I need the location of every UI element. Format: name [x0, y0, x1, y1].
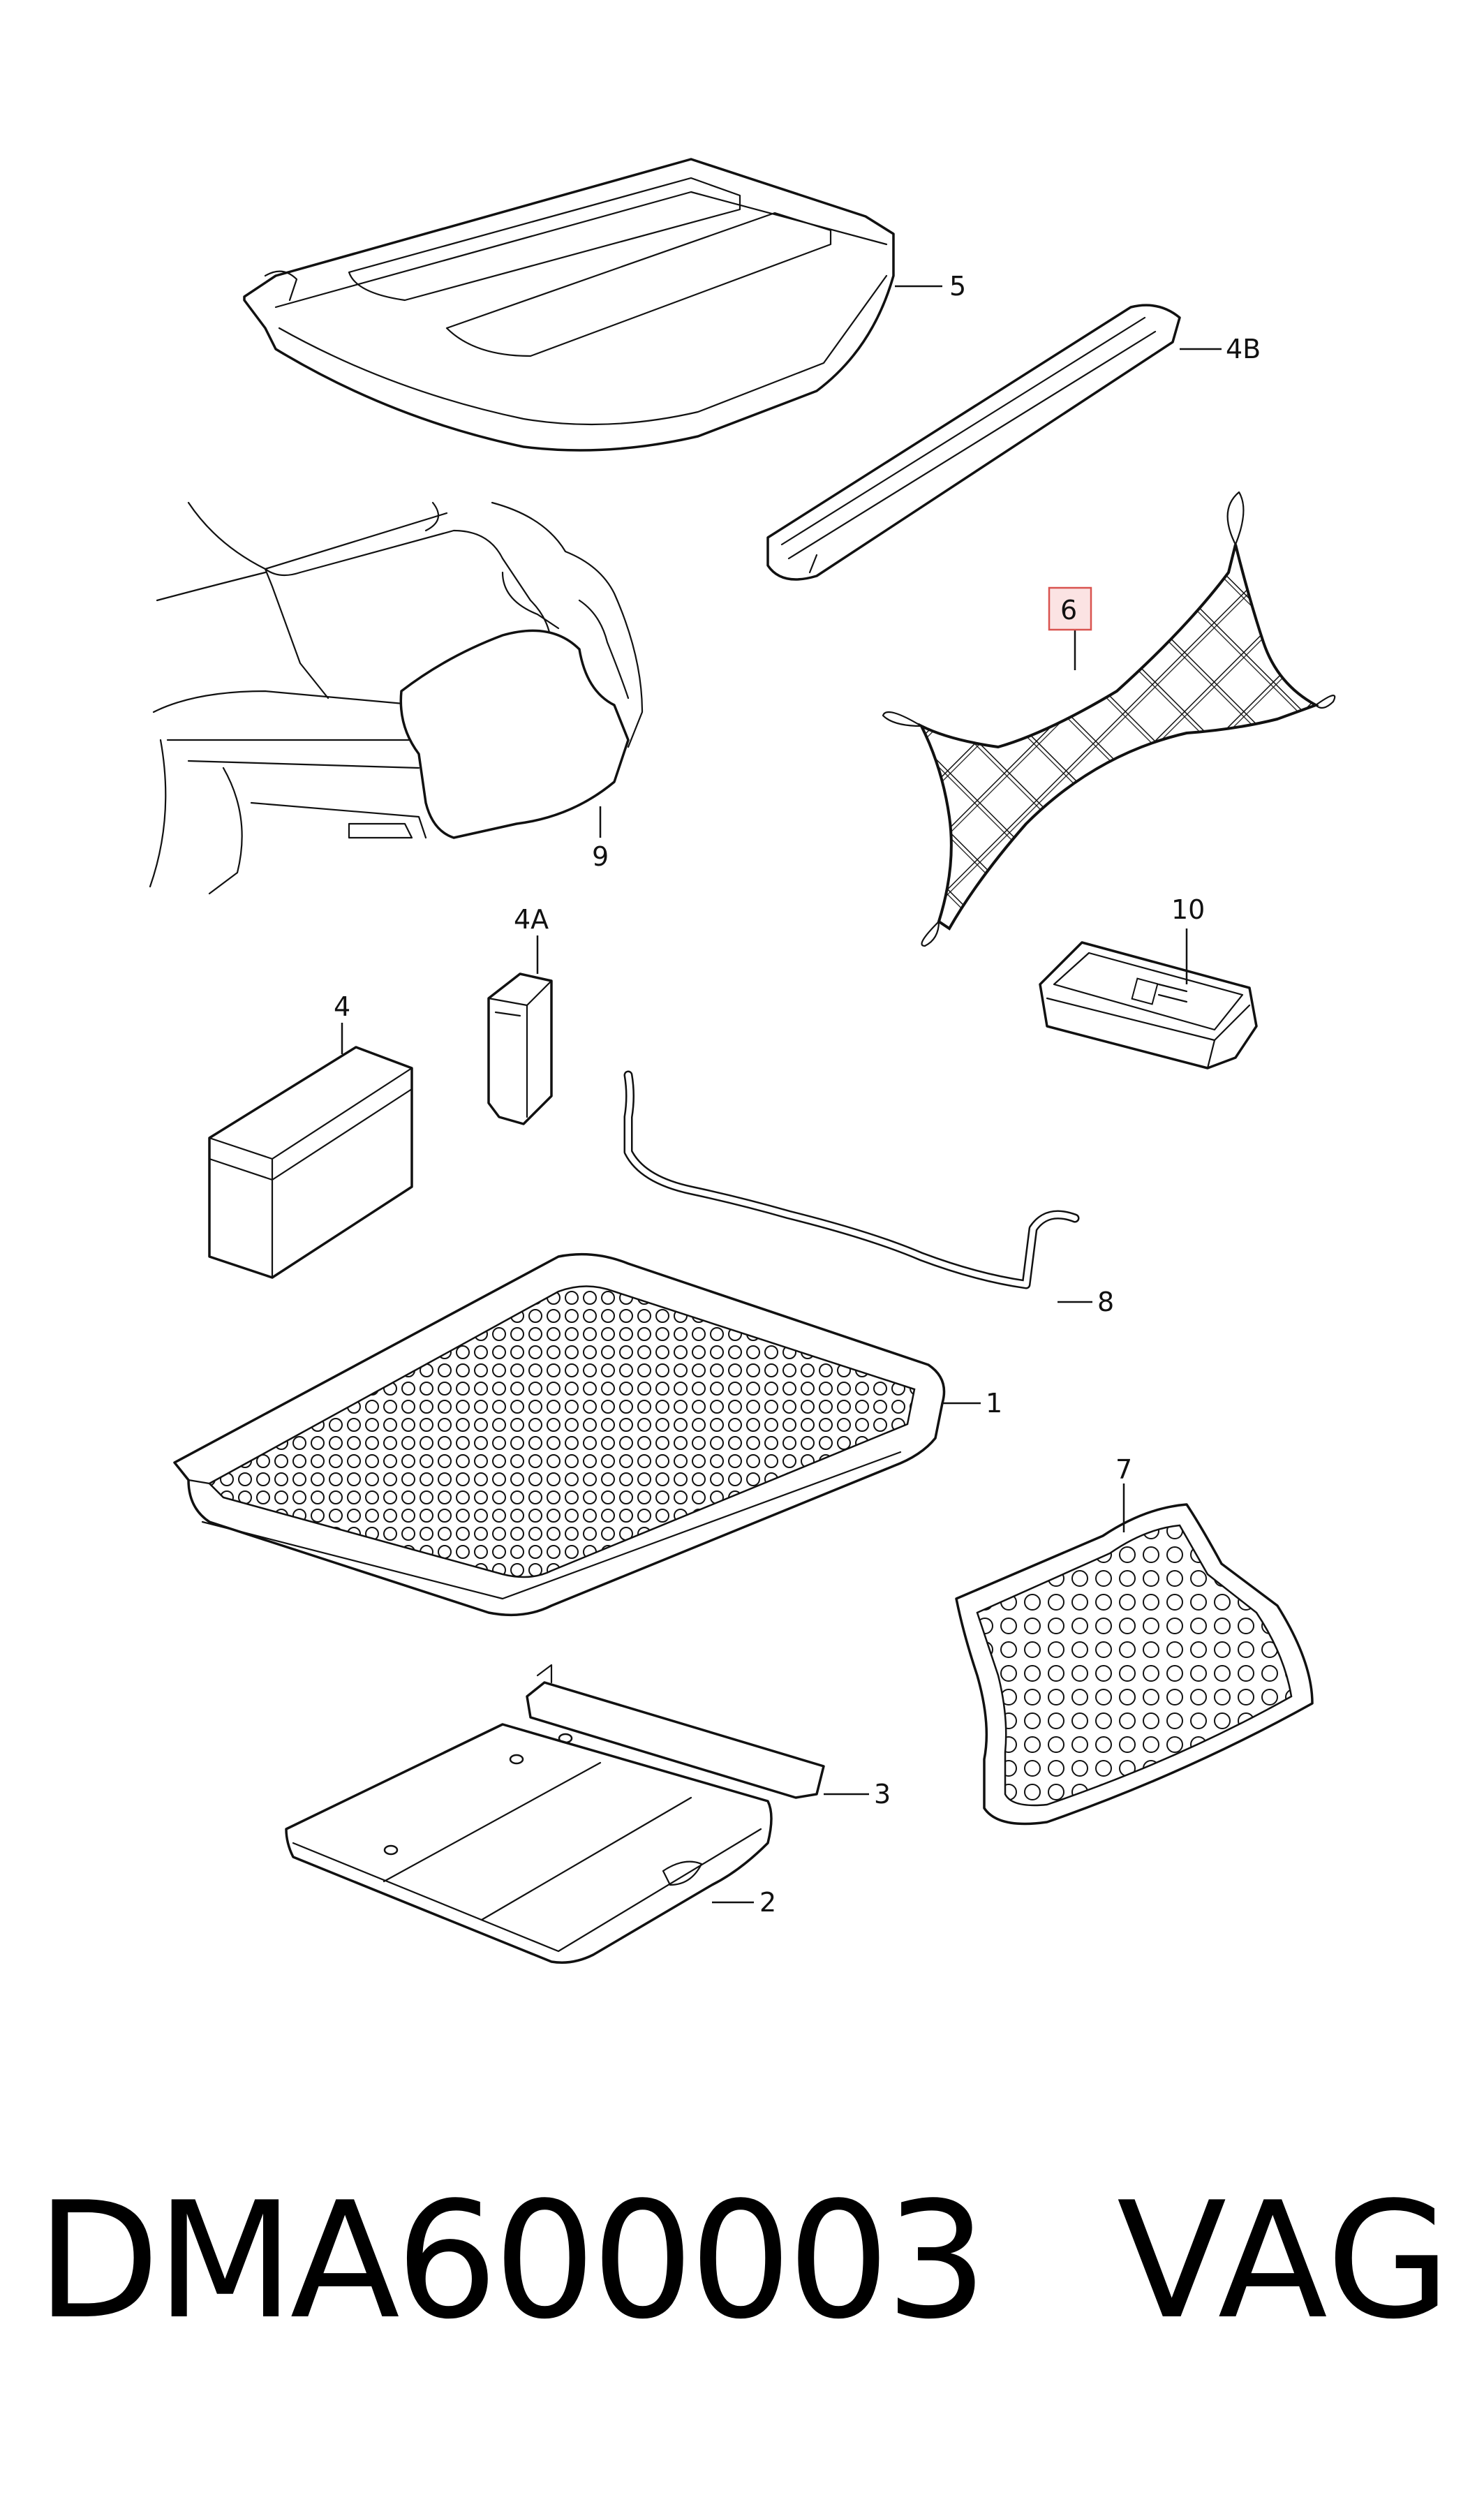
callout-4b: 4B — [1226, 334, 1261, 364]
vehicle-rear-part-9 — [149, 501, 644, 895]
footer-caption: DMA600003 VAG — [28, 2157, 1466, 2367]
callout-1: 1 — [986, 1388, 1002, 1419]
cargo-tray-part-1 — [173, 1252, 946, 1617]
brand-name: VAG — [1117, 2168, 1453, 2355]
cargo-net-part-6 — [882, 491, 1336, 947]
callout-10: 10 — [1171, 894, 1205, 925]
parcel-shelf-part-5 — [243, 158, 895, 452]
callout-4a: 4A — [514, 904, 549, 935]
callout-8: 8 — [1097, 1287, 1114, 1317]
strip-part-3 — [526, 1664, 825, 1799]
storage-box-part-10 — [1039, 941, 1258, 1070]
small-container-part-4a — [487, 972, 553, 1125]
callout-7: 7 — [1115, 1454, 1132, 1485]
callout-5: 5 — [949, 271, 966, 302]
support-rod-part-8 — [623, 1070, 1080, 1289]
callout-4: 4 — [334, 991, 350, 1022]
floor-panel-part-2 — [285, 1723, 773, 1964]
part-number: DMA600003 — [36, 2168, 988, 2355]
callout-6-highlight-box — [1048, 586, 1092, 631]
callout-labels: 5 4B 6 9 10 4A 4 8 1 7 3 2 — [334, 271, 1261, 1918]
floor-mat-part-7 — [955, 1503, 1314, 1826]
callout-6: 6 — [1060, 595, 1077, 626]
leader-lines — [341, 285, 1222, 1904]
callout-3: 3 — [874, 1779, 891, 1810]
callout-9: 9 — [592, 841, 609, 872]
box-part-4 — [208, 1046, 413, 1279]
trim-strip-part-4b — [766, 304, 1181, 581]
callout-2: 2 — [759, 1887, 776, 1918]
